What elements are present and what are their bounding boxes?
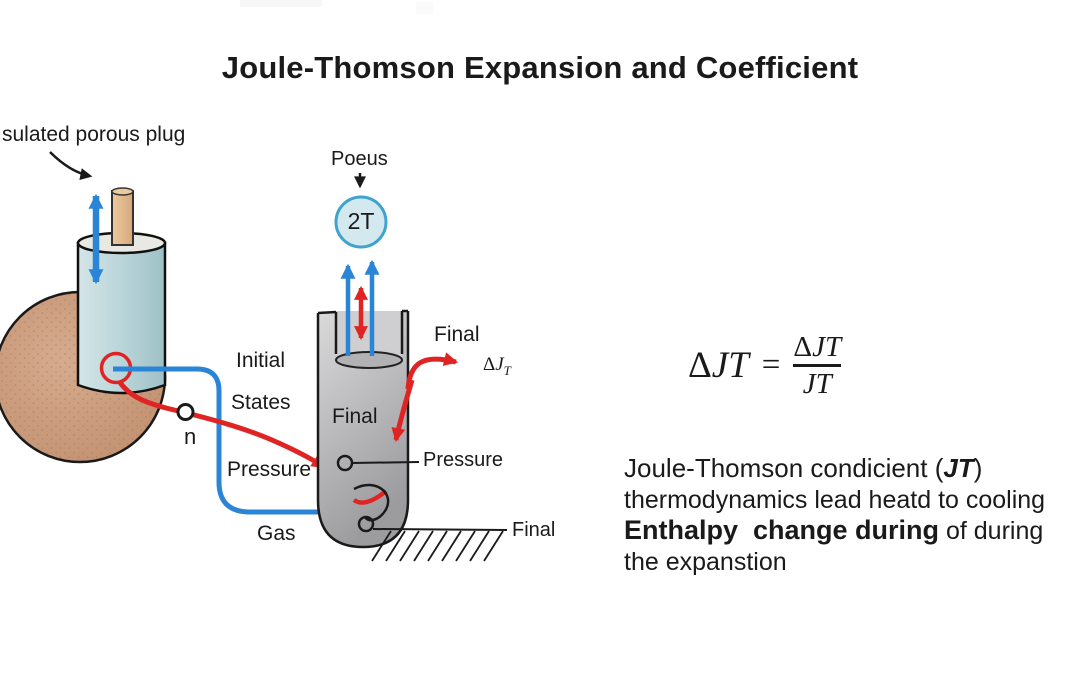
plug-rod-top: [111, 187, 134, 196]
t-subscript: T: [503, 362, 511, 378]
states-label: States: [231, 391, 291, 414]
pressure-right-label: Pressure: [423, 449, 504, 471]
n-node-circle: [176, 403, 195, 421]
notes-line-1: Joule-Thomson condicient (JT): [624, 453, 983, 483]
tube-body: [318, 311, 408, 547]
temperature-circle-label: 2T: [347, 208, 375, 234]
pressure-pointer-line: [351, 461, 420, 464]
j-variable: J: [495, 354, 504, 375]
jt-coefficient-formula: ΔJT = ΔJT JT: [688, 331, 842, 400]
top-smudge-artifact: [240, 0, 322, 7]
temperature-circle: [334, 195, 388, 249]
fraction-bar: [793, 364, 842, 367]
tube-rims: [317, 309, 408, 354]
porous-plug-apparatus: [0, 151, 167, 464]
notes-line-4: the expanstion: [624, 548, 787, 576]
expansion-tube-assembly: [316, 173, 508, 562]
state-connectors: [113, 366, 347, 520]
n-label: n: [184, 424, 197, 449]
notes-line-3: Enthalpy change during of during: [624, 515, 1044, 545]
gas-label: Gas: [257, 522, 296, 545]
fraction-denominator: JT: [802, 367, 832, 400]
plug-rod: [111, 190, 134, 246]
delta-jt-label: ΔJT: [483, 354, 511, 379]
red-bottom-hook: [352, 489, 388, 505]
fraction-numerator: ΔJT: [793, 331, 842, 363]
initial-label: Initial: [236, 349, 286, 372]
tube-outline: [316, 311, 410, 549]
notes-line-2: thermodynamics lead heatd to cooling: [624, 486, 1046, 514]
final-top-label: Final: [434, 323, 480, 346]
notes-block: Joule-Thomson condicient (JT) thermodyna…: [624, 452, 1080, 577]
page-title: Joule-Thomson Expansion and Coefficient: [221, 50, 859, 85]
pressure-left-label: Pressure: [227, 458, 312, 481]
porous-label: Poeus: [331, 148, 388, 170]
formula-equals: =: [761, 347, 781, 384]
tube-well-bottom: [335, 351, 403, 369]
blue-gas-path: [113, 366, 347, 520]
final-mid-label: Final: [332, 405, 378, 428]
ground-hatching: [371, 530, 504, 562]
top-smudge-artifact-2: [416, 2, 433, 14]
insulated-porous-plug-label: sulated porous plug: [2, 123, 186, 146]
final-pointer-line: [372, 528, 508, 531]
red-into-tube-arrow: [391, 379, 415, 443]
formula-fraction: ΔJT JT: [793, 331, 842, 400]
red-djt-arrow: [405, 352, 459, 390]
final-bottom-label: Final: [512, 519, 556, 541]
bottom-node-circle: [357, 515, 375, 533]
formula-lhs: ΔJT: [688, 345, 749, 387]
delta-symbol: Δ: [483, 354, 496, 375]
red-state-path: [116, 379, 326, 470]
label-pointer-arrow: [49, 151, 93, 180]
